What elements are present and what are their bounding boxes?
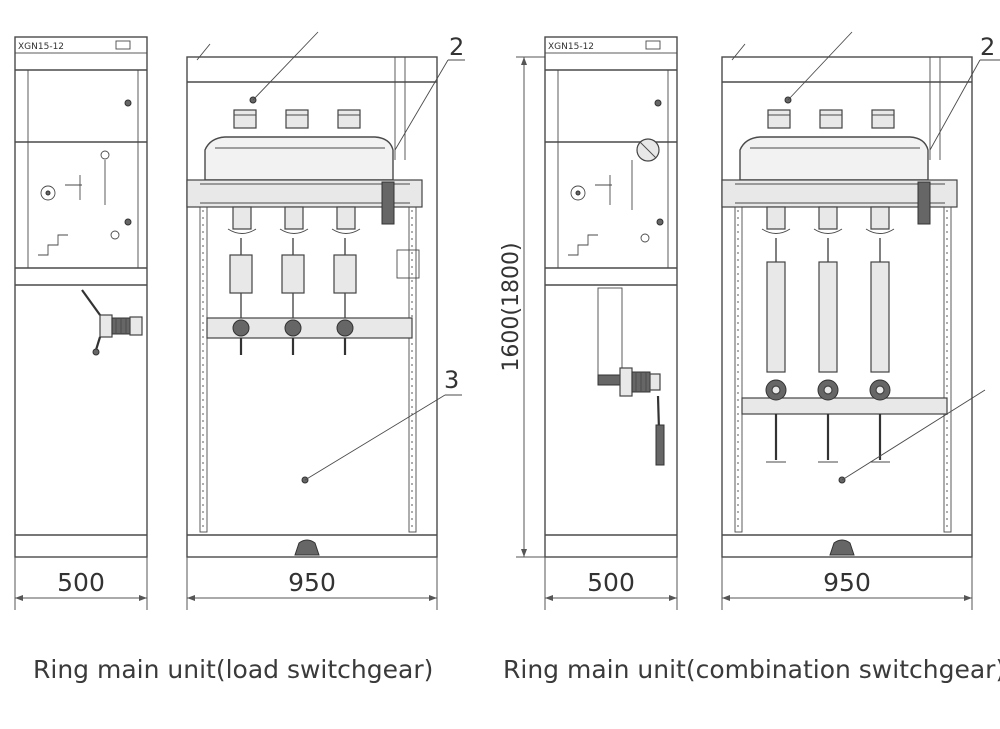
combination-switchgear-front-view: 2 950 bbox=[721, 31, 1000, 610]
side-width-label: 500 bbox=[587, 568, 635, 597]
side-width-label: 500 bbox=[57, 568, 105, 597]
combination-switchgear-side-view: XGN15-12 500 bbox=[544, 36, 678, 610]
callout-2: 2 bbox=[449, 33, 464, 61]
load-switchgear-phases bbox=[206, 206, 413, 355]
side-code-label: XGN15-12 bbox=[548, 42, 594, 52]
front-width-label: 950 bbox=[823, 568, 871, 597]
height-dimension: 1600(1800) bbox=[499, 56, 545, 558]
front-width-label: 950 bbox=[288, 568, 336, 597]
load-switchgear-caption: Ring main unit(load switchgear) bbox=[33, 655, 434, 684]
height-label: 1600(1800) bbox=[499, 242, 524, 371]
load-switchgear-side-view: XGN15-12 500 bbox=[14, 36, 148, 610]
callout-2: 2 bbox=[980, 33, 995, 61]
combination-switchgear-phases bbox=[741, 206, 948, 463]
combination-switchgear-caption: Ring main unit(combination switchgear) bbox=[503, 655, 1000, 684]
callout-3: 3 bbox=[444, 366, 459, 394]
load-switchgear-front-view: 2 3 950 bbox=[186, 31, 465, 610]
side-code-label: XGN15-12 bbox=[18, 42, 64, 52]
